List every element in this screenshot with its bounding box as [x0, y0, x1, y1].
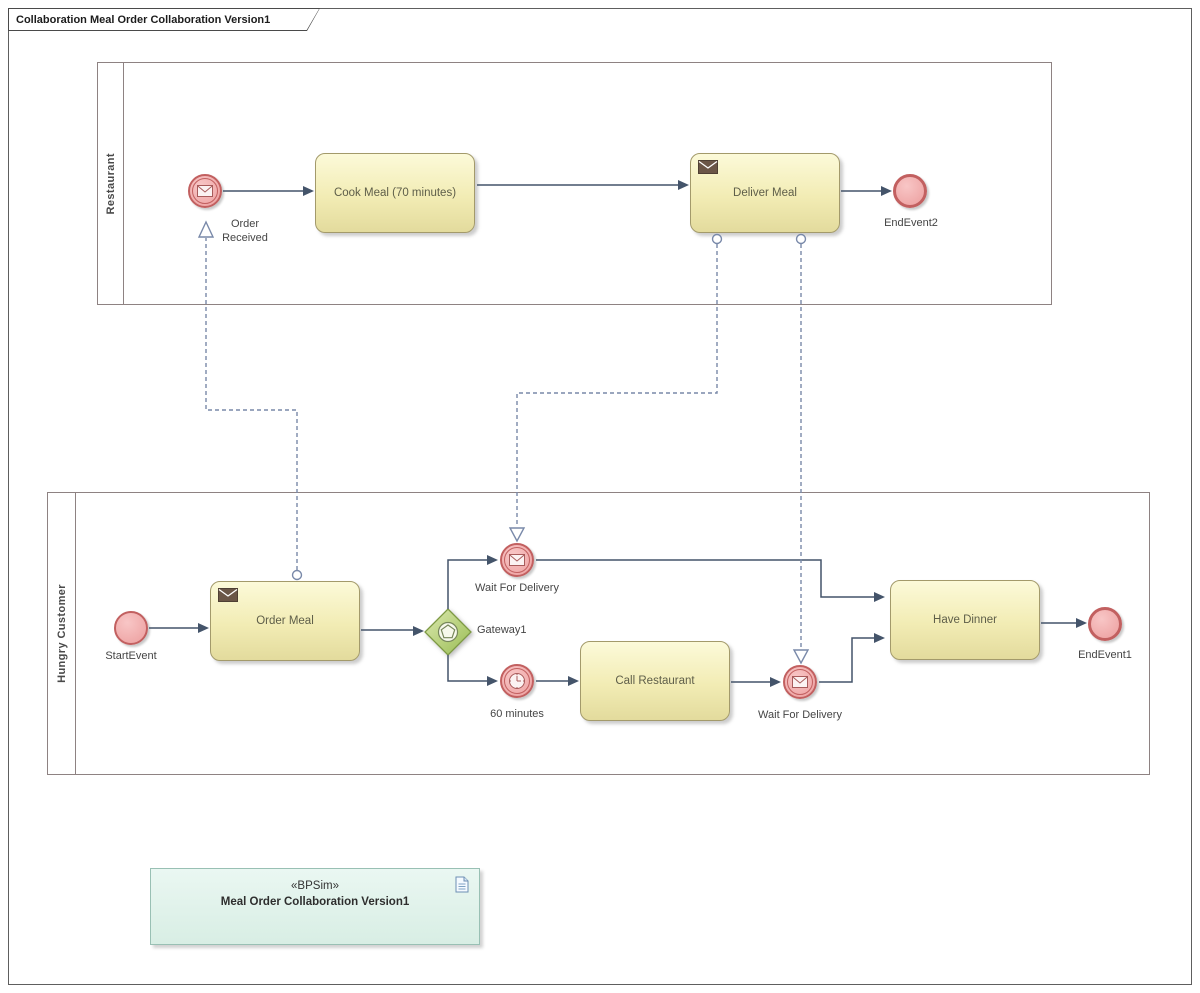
end-event2[interactable] — [893, 174, 927, 208]
label-timer-60-minutes: 60 minutes — [490, 708, 544, 720]
document-icon — [455, 876, 469, 893]
intermediate-event-wait-for-delivery-top[interactable] — [500, 543, 534, 577]
pool-restaurant-header[interactable]: Restaurant — [98, 63, 124, 304]
label-gateway1: Gateway1 — [477, 624, 527, 636]
diagram-title: Collaboration Meal Order Collaboration V… — [9, 9, 319, 30]
task-deliver-meal[interactable]: Deliver Meal — [690, 153, 840, 233]
intermediate-event-timer[interactable] — [500, 664, 534, 698]
label-wait-for-delivery-top: Wait For Delivery — [475, 582, 559, 594]
diagram-frame — [8, 8, 1192, 985]
label-order-received: Order Received — [222, 218, 268, 244]
start-event-order-received[interactable] — [188, 174, 222, 208]
end-event1[interactable] — [1088, 607, 1122, 641]
task-order-meal-label: Order Meal — [256, 615, 314, 627]
label-start-event: StartEvent — [105, 650, 157, 662]
start-event[interactable] — [114, 611, 148, 645]
task-call-restaurant[interactable]: Call Restaurant — [580, 641, 730, 721]
task-cook-meal[interactable]: Cook Meal (70 minutes) — [315, 153, 475, 233]
message-envelope-icon — [792, 676, 808, 688]
bpsim-artifact[interactable]: «BPSim» Meal Order Collaboration Version… — [150, 868, 480, 945]
pool-hungry-customer-label: Hungry Customer — [55, 584, 68, 683]
task-deliver-meal-label: Deliver Meal — [733, 187, 797, 199]
diagram-title-tab[interactable]: Collaboration Meal Order Collaboration V… — [8, 8, 320, 31]
label-wait-for-delivery-right: Wait For Delivery — [758, 709, 842, 721]
task-message-marker-icon — [698, 160, 718, 174]
message-envelope-icon — [197, 185, 213, 197]
label-end-event2: EndEvent2 — [884, 217, 938, 229]
bpsim-name: Meal Order Collaboration Version1 — [220, 896, 410, 908]
task-message-marker-icon — [218, 588, 238, 602]
pool-restaurant-label: Restaurant — [104, 152, 117, 215]
gateway1-event-based[interactable] — [423, 607, 473, 657]
task-have-dinner[interactable]: Have Dinner — [890, 580, 1040, 660]
intermediate-event-wait-for-delivery-right[interactable] — [783, 665, 817, 699]
label-end-event1: EndEvent1 — [1078, 649, 1132, 661]
timer-clock-icon — [509, 673, 525, 689]
task-call-restaurant-label: Call Restaurant — [615, 675, 695, 687]
bpsim-stereotype: «BPSim» — [291, 880, 339, 892]
task-have-dinner-label: Have Dinner — [933, 614, 997, 626]
task-cook-meal-label: Cook Meal (70 minutes) — [333, 187, 457, 199]
message-envelope-icon — [509, 554, 525, 566]
task-order-meal[interactable]: Order Meal — [210, 581, 360, 661]
pool-hungry-customer-header[interactable]: Hungry Customer — [48, 493, 76, 774]
